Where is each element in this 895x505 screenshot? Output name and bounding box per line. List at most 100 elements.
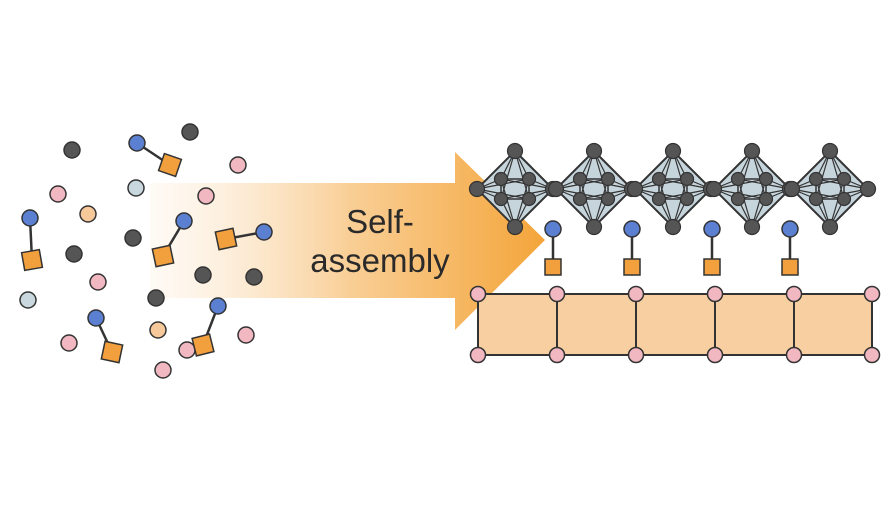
light-blue_node-icon <box>19 291 37 309</box>
peach-node-icon <box>149 321 167 339</box>
pink-node-icon <box>863 346 881 364</box>
orange-square-icon <box>191 333 215 357</box>
dark-node-icon <box>664 218 682 236</box>
dark-node-icon <box>679 191 695 207</box>
blue-node-icon <box>21 209 39 227</box>
dark-node-icon <box>836 171 852 187</box>
orange-square-icon <box>157 152 183 178</box>
octahedron-edge <box>672 178 688 228</box>
free-linker <box>20 209 44 272</box>
pink-node-icon <box>89 273 107 291</box>
dark-node-icon <box>65 245 83 263</box>
slab-block <box>477 293 873 356</box>
pink-node-icon <box>469 285 487 303</box>
dark-node-icon <box>493 171 509 187</box>
dark-node-icon <box>585 142 603 160</box>
blue-node-icon <box>128 134 146 152</box>
dark-node-icon <box>664 142 682 160</box>
arrow-label-line1: Self- <box>346 203 414 240</box>
blue-node-icon <box>781 220 799 238</box>
dark-node-icon <box>821 142 839 160</box>
dark-node-icon <box>743 142 761 160</box>
dark-node-icon <box>585 218 603 236</box>
dark-node-icon <box>572 171 588 187</box>
ordered-linker <box>703 220 721 276</box>
dark-node-icon <box>245 268 263 286</box>
octahedron-face <box>712 149 792 229</box>
linker-row <box>544 220 799 276</box>
orange-square-icon <box>20 248 44 272</box>
dark-node-icon <box>705 180 723 198</box>
dark-node-icon <box>147 289 165 307</box>
orange-square-icon <box>623 258 641 276</box>
ordered-linker <box>623 220 641 276</box>
pink-node-icon <box>548 285 566 303</box>
dark-node-icon <box>547 180 565 198</box>
octahedron-edge <box>815 178 831 228</box>
dark-node-icon <box>730 191 746 207</box>
dark-node-icon <box>181 123 199 141</box>
octahedron <box>705 142 799 236</box>
pink-node-icon <box>863 285 881 303</box>
octahedron-edge <box>829 150 845 200</box>
octahedron-edge <box>737 150 753 200</box>
pink-node-icon <box>706 285 724 303</box>
octahedron-edge <box>815 150 831 200</box>
blue-node-icon <box>175 212 193 230</box>
dark-node-icon <box>600 191 616 207</box>
octahedron-edge <box>579 178 595 228</box>
dark-node-icon <box>124 229 142 247</box>
dark-node-icon <box>521 171 537 187</box>
dark-node-icon <box>626 180 644 198</box>
dark-node-icon <box>572 191 588 207</box>
pink-node-icon <box>49 185 67 203</box>
octahedron-face <box>790 149 870 229</box>
orange-square-icon <box>151 244 175 268</box>
octahedron-edge <box>593 150 609 200</box>
pink-node-icon <box>785 346 803 364</box>
octahedron-edge <box>593 178 609 228</box>
octahedron-edge <box>579 150 595 200</box>
pink-node-icon <box>548 346 566 364</box>
dark-node-icon <box>808 171 824 187</box>
dark-node-icon <box>758 191 774 207</box>
pink-node-icon <box>178 341 196 359</box>
pink-node-icon <box>469 346 487 364</box>
dark-node-icon <box>651 191 667 207</box>
ordered-linker <box>781 220 799 276</box>
pink-node-icon <box>627 285 645 303</box>
pink-node-icon <box>627 346 645 364</box>
free-linker <box>214 223 273 251</box>
octahedron-edge <box>737 178 753 228</box>
dark-node-icon <box>730 171 746 187</box>
orange-square-icon <box>703 258 721 276</box>
octahedron-face <box>554 149 634 229</box>
octahedra-chain <box>468 142 877 236</box>
blue-node-icon <box>703 220 721 238</box>
dark-node-icon <box>468 180 486 198</box>
disordered-components <box>19 123 273 379</box>
arrow-shape <box>150 152 545 330</box>
pink-node-icon <box>154 361 172 379</box>
free-linker <box>87 309 124 364</box>
self-assembly-arrow: Self- assembly <box>150 152 545 330</box>
octahedron <box>626 142 720 236</box>
peach-node-icon <box>79 205 97 223</box>
free-linker <box>151 212 193 268</box>
octahedron <box>468 142 562 236</box>
orange-square-icon <box>214 227 238 251</box>
pink-node-icon <box>60 334 78 352</box>
pink-node-icon <box>197 187 215 205</box>
dark-node-icon <box>506 142 524 160</box>
pink-node-icon <box>229 156 247 174</box>
dark-node-icon <box>194 266 212 284</box>
blue-node-icon <box>209 297 227 315</box>
ordered-linker <box>544 220 562 276</box>
octahedron-edge <box>500 178 516 228</box>
light-blue_node-icon <box>127 179 145 197</box>
assembled-structure <box>468 142 881 364</box>
pink-node-icon <box>706 346 724 364</box>
dark-node-icon <box>506 218 524 236</box>
pink-node-icon <box>785 285 803 303</box>
